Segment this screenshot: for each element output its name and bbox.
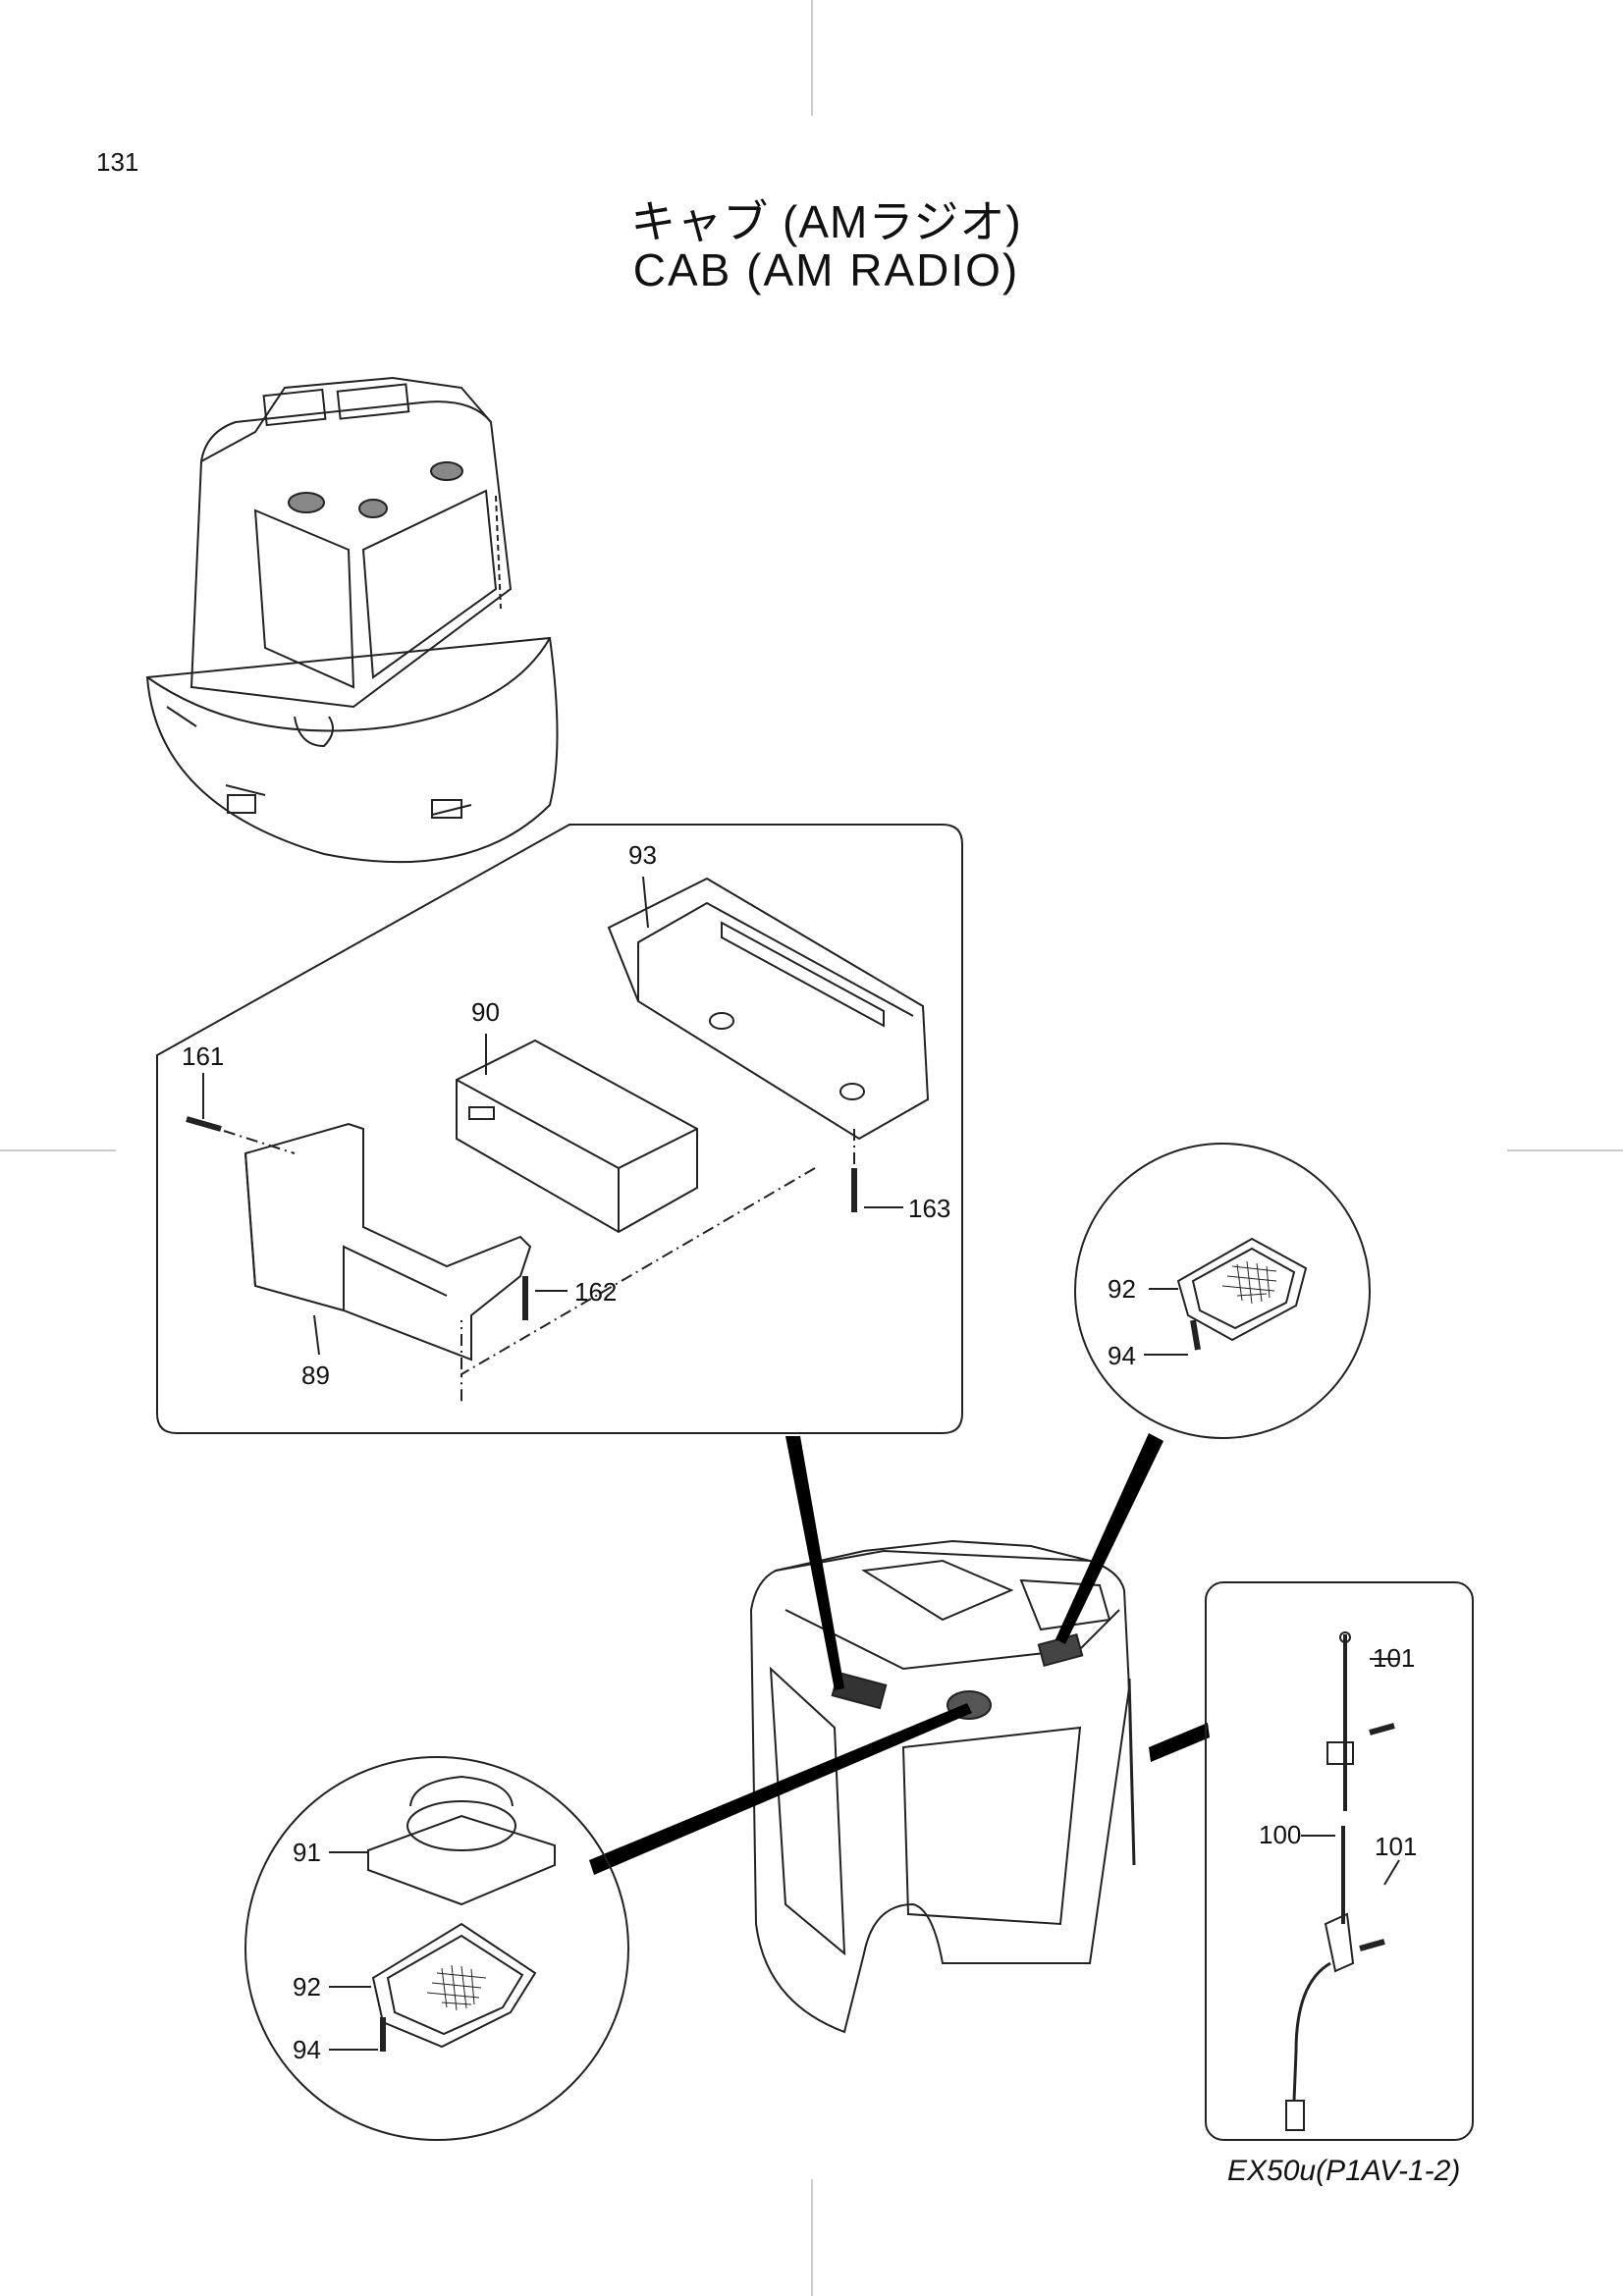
grille-detail-circle bbox=[1074, 1143, 1371, 1439]
callout-94-grille: 94 bbox=[1108, 1341, 1136, 1370]
callout-labels: 93 90 161 163 162 89 92 94 91 92 94 101 … bbox=[182, 840, 1417, 2064]
callout-161: 161 bbox=[182, 1041, 224, 1071]
callout-101-lower: 101 bbox=[1375, 1832, 1417, 1861]
title-japanese: キャブ (AMラジオ) bbox=[630, 196, 1022, 247]
callout-162: 162 bbox=[574, 1277, 617, 1307]
callout-100: 100 bbox=[1259, 1820, 1301, 1849]
callout-92-grille: 92 bbox=[1108, 1274, 1136, 1304]
callout-101-upper: 101 bbox=[1373, 1643, 1415, 1673]
inset-leaders bbox=[202, 876, 903, 1356]
callout-163: 163 bbox=[908, 1194, 950, 1223]
speaker-detail-circle bbox=[244, 1756, 629, 2141]
callout-94-speaker: 94 bbox=[293, 2035, 321, 2064]
callout-90: 90 bbox=[471, 997, 500, 1027]
title-english: CAB (AM RADIO) bbox=[632, 244, 1020, 295]
pointer-wedges bbox=[589, 1433, 1210, 1875]
antenna-inset bbox=[1205, 1581, 1474, 2141]
callout-92-speaker: 92 bbox=[293, 1972, 321, 2002]
callout-89: 89 bbox=[301, 1361, 330, 1390]
radio-box-inset bbox=[156, 824, 963, 1434]
callout-91: 91 bbox=[293, 1838, 321, 1867]
page-number: 131 bbox=[96, 147, 139, 177]
model-code: EX50u(P1AV-1-2) bbox=[1227, 2155, 1461, 2187]
overview-cab-drawing bbox=[145, 376, 559, 864]
callout-93: 93 bbox=[628, 840, 657, 870]
